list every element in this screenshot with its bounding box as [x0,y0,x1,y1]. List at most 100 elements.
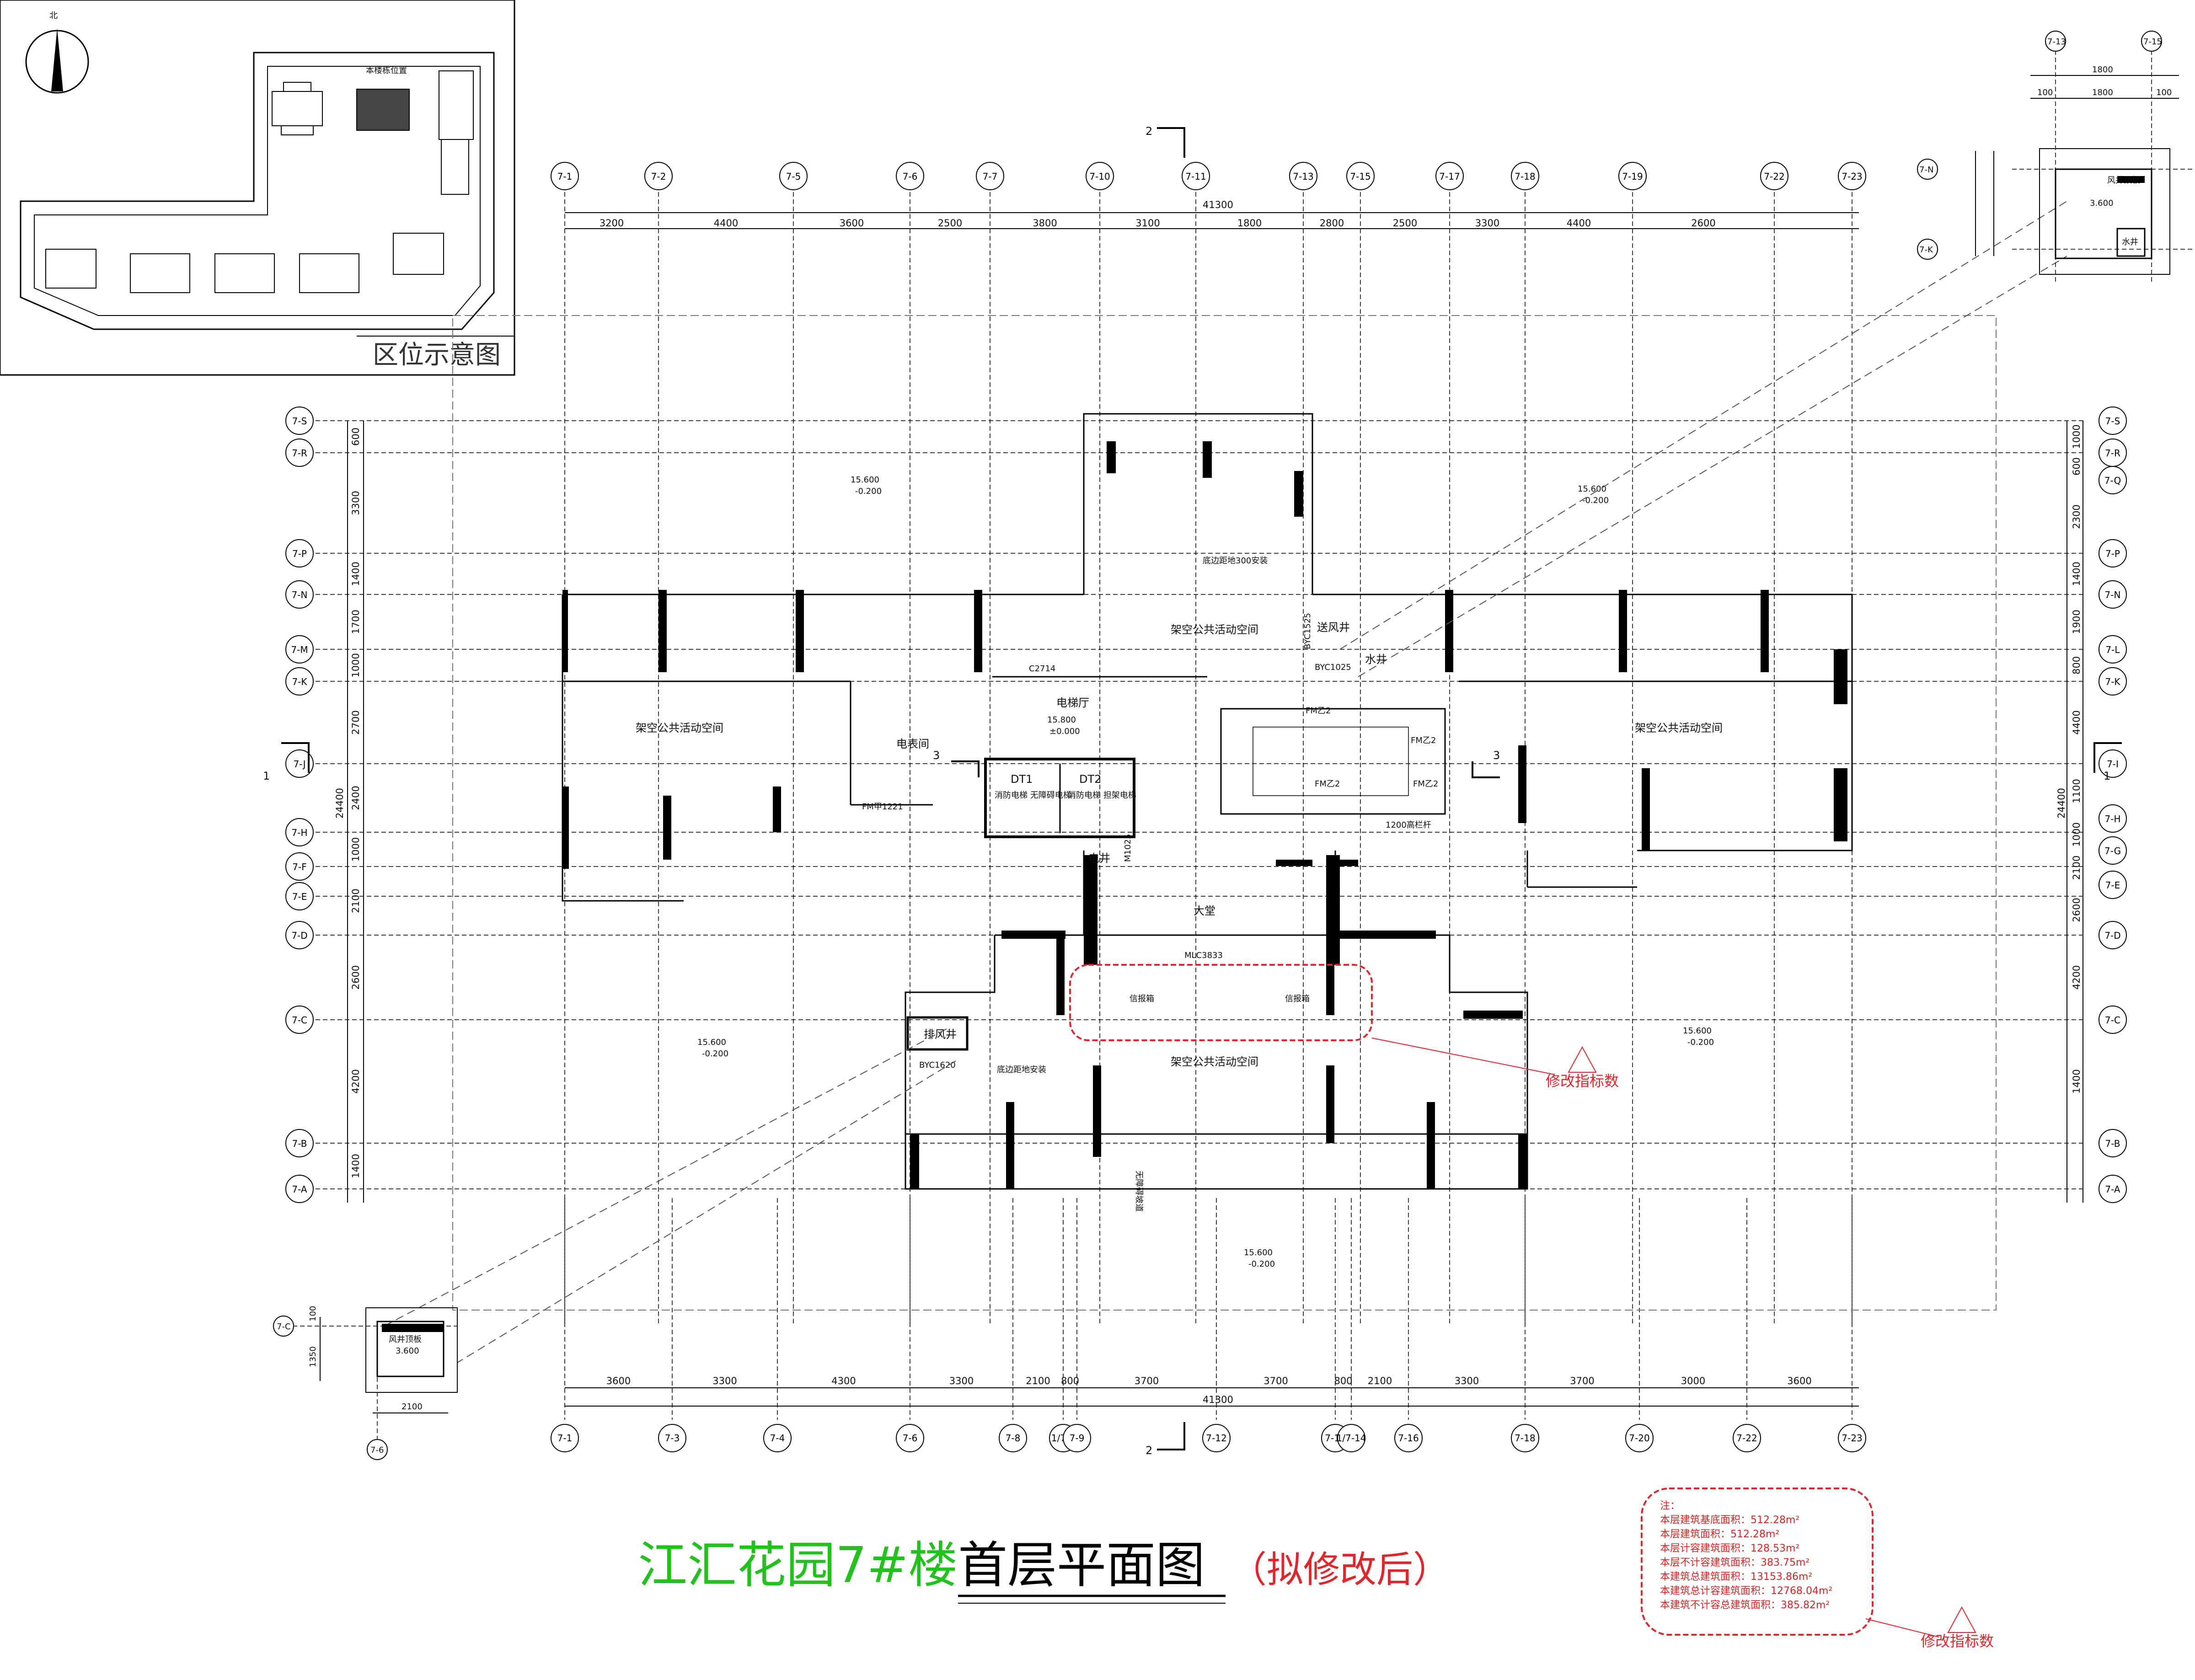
grid-label-bottom: 7-4 [770,1433,785,1444]
grid-bubble-top [896,162,924,190]
grid-bubble-top [976,162,1004,190]
grid-bubble-bottom [1337,1424,1365,1452]
revision-label-notes: 修改指标数 [1921,1632,1994,1650]
section-1-left: 1 [263,770,270,782]
dimension-lines [347,212,2083,1407]
detail-tr-grid-2: 7-15 [2143,37,2162,47]
dim-right: 1900 [2071,610,2082,634]
dim-right: 600 [2071,457,2082,476]
title-project: 江汇花园7#楼 [638,1537,958,1594]
dim-left: 600 [350,428,361,446]
grid-bubble-bottom [1394,1424,1423,1452]
grid-bubble-top [1511,162,1539,190]
dim-left: 1000 [350,653,361,677]
grid-label-bottom: 7-9 [1070,1433,1085,1444]
level-sw-rel: -0.200 [702,1049,728,1059]
grid-label-right: 7-C [2105,1015,2120,1026]
walls [562,441,1847,1189]
dim-right: 1400 [2071,1069,2082,1093]
grid-bubble-bottom [1063,1424,1091,1452]
grid-label-bottom: 7-16 [1398,1433,1419,1444]
grid-label-bottom: 7-20 [1629,1433,1649,1444]
revision-label-lobby: 修改指标数 [1546,1072,1619,1090]
dim-bottom: 800 [1061,1375,1079,1386]
grid-label-right: 7-K [2105,676,2120,687]
grid-bubble-right [2099,466,2127,494]
dim-left: 1400 [350,1154,361,1178]
dim-top: 4400 [1567,218,1591,229]
grid-label-left: 7-S [292,416,307,427]
grid-bubble-top [1435,162,1464,190]
dim-top: 3600 [840,218,864,229]
detail-bottom-left: 7-C 7-6 100 1350 2100 风井顶板 3.600 [273,1306,458,1460]
mailbox-right: 信报箱 [1285,994,1310,1004]
dim-left: 2700 [350,710,361,734]
grid-label-top: 7-7 [983,171,998,182]
room-water-shaft: 水井 [1365,653,1387,666]
tag-m1025: M1025 [1123,834,1133,862]
dim-left: 2400 [350,786,361,810]
grid-label-bottom: 7-12 [1206,1433,1226,1444]
dim-right: 1000 [2071,424,2082,449]
dim-top: 4400 [714,218,738,229]
grid-bubble-bottom [1625,1424,1654,1452]
dim-right: 4400 [2071,710,2082,734]
tag-mlc3833: MLC3833 [1184,951,1223,960]
grid-label-left: 7-H [292,827,308,838]
detail-tr-label: 风井顶板 [2107,176,2140,185]
grid-bubble-top [1182,162,1210,190]
grid-bubble-top [1289,162,1317,190]
grid-bubble-top [644,162,673,190]
dim-bottom: 800 [1334,1375,1352,1386]
grid-label-left: 7-P [292,548,307,559]
north-arrow-icon [25,28,89,94]
title-suffix: （拟修改后） [1230,1548,1450,1591]
grid-label-right: 7-A [2105,1184,2120,1195]
grid-label-top: 7-13 [1293,171,1313,182]
grid-label-left: 7-J [294,759,306,770]
dim-right: 1400 [2071,562,2082,586]
detail-tr-dim-4: 100 [2156,88,2172,97]
grid-label-bottom: 7-23 [1842,1433,1862,1444]
grid-label-right: 7-D [2104,930,2120,941]
dim-bottom: 3300 [712,1375,737,1386]
grid-label-right: 7-S [2105,416,2120,427]
area-note-line: 注： [1660,1500,1680,1512]
dim-bottom: 3300 [1455,1375,1479,1386]
room-electric-shaft: 电井 [1088,852,1110,865]
tag-fmz2-a: FM乙2 [1306,706,1331,716]
dim-right: 2300 [2071,504,2082,529]
dim-left: 3300 [350,491,361,515]
tag-c2714: C2714 [1029,664,1055,674]
grid-bubble-bottom [1838,1424,1866,1452]
detail-tr-level: 3.600 [2090,198,2114,208]
grid-label-top: 7-5 [786,171,801,182]
detail-tr-grid-1: 7-13 [2047,37,2066,47]
grid-bubble-bottom [658,1424,686,1452]
grid-bubble-bottom [1511,1424,1539,1452]
levels: 15.600 -0.200 15.600 -0.200 15.600 -0.20… [697,475,1714,1269]
dim-left: 1700 [350,610,361,634]
grid-label-left: 7-E [292,891,307,902]
grid-bubble-bottom [999,1424,1027,1452]
level-se: 15.600 [1683,1026,1712,1036]
detail-bl-label: 风井顶板 [389,1335,422,1344]
dim-bottom: 3700 [1570,1375,1594,1386]
grid-bubble-left [285,580,314,609]
grid-label-right: 7-H [2105,813,2121,824]
area-note-line: 本层计容建筑面积：128.53m² [1660,1543,1799,1554]
dim-right: 1000 [2071,822,2082,846]
grid-label-top: 7-19 [1622,171,1643,182]
detail-bl-dim-1: 100 [308,1306,318,1322]
grid-label-top: 7-6 [903,171,918,182]
grid-bubble-left [285,1006,314,1034]
grid-bubble-top [551,162,579,190]
grid-bubble-left [285,635,314,663]
tag-fm1221: FM甲1221 [862,802,903,812]
grid-label-left: 7-M [291,644,308,655]
detail-leaders [384,201,2067,1363]
grid-bubble-bottom [763,1424,792,1452]
dim-top: 3800 [1033,218,1057,229]
dim-bottom: 4300 [831,1375,856,1386]
